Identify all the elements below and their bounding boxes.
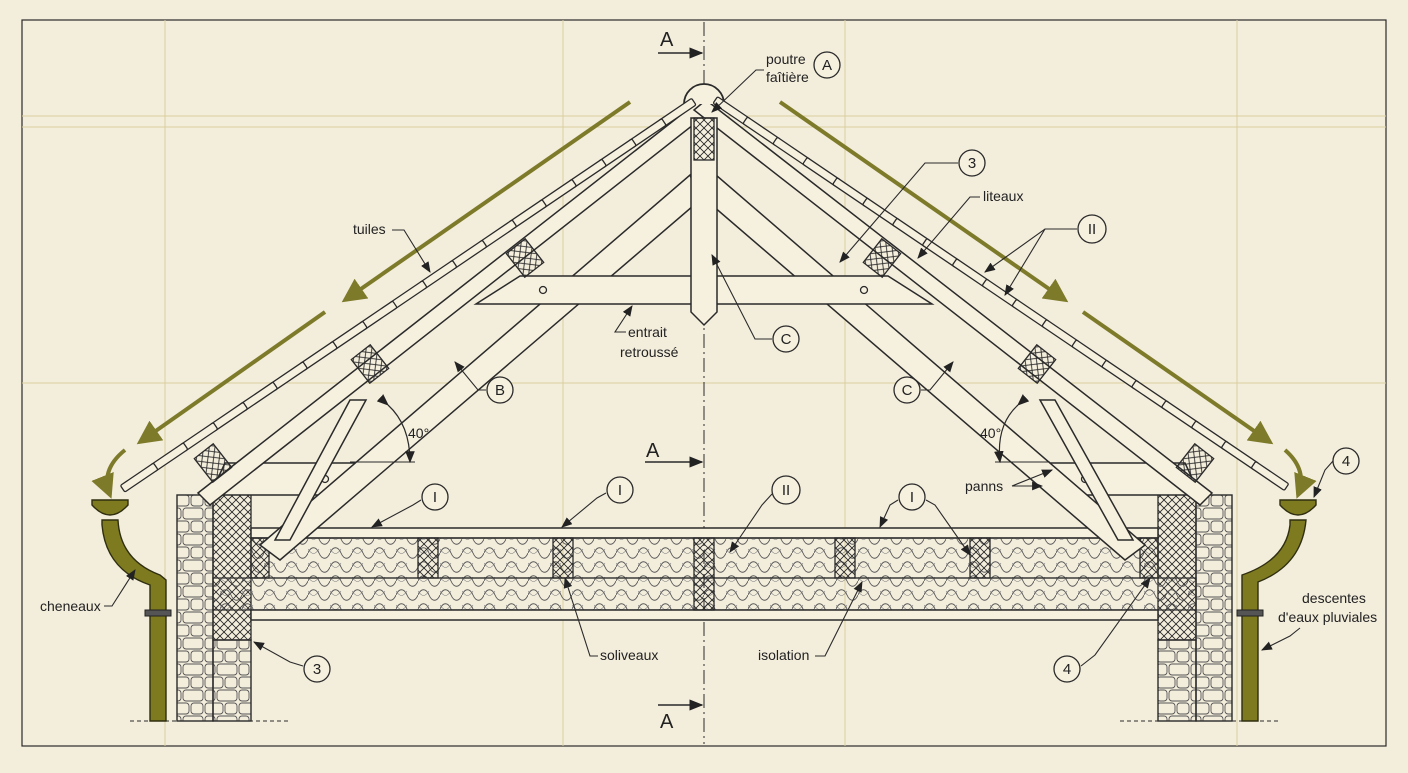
section-mark-bottom: A [658, 699, 704, 733]
svg-text:tuiles: tuiles [353, 221, 386, 237]
angle-right: 40° [980, 394, 1050, 464]
tiles-left [120, 98, 697, 493]
svg-text:4: 4 [1342, 453, 1350, 470]
callout-B: B [454, 361, 514, 404]
svg-text:retroussé: retroussé [620, 344, 679, 360]
angle-right-label: 40° [980, 425, 1001, 441]
struts [273, 399, 1135, 541]
callout-I-2: I [561, 476, 634, 528]
label-soliveaux: soliveaux [563, 576, 658, 663]
callouts: A 3 II C B C 4 [253, 51, 1360, 683]
svg-text:I: I [910, 489, 914, 506]
svg-text:B: B [495, 382, 505, 399]
left-wall [130, 479, 290, 722]
floor-assembly [212, 527, 1197, 621]
roof-tile [120, 462, 159, 493]
svg-text:cheneaux: cheneaux [40, 598, 101, 614]
callout-3-top: 3 [839, 149, 986, 263]
label-poutre-faitiere: poutre faîtière [711, 51, 809, 113]
svg-text:liteaux: liteaux [983, 188, 1023, 204]
label-descentes: descentes d'eaux pluviales [1261, 590, 1377, 651]
svg-text:C: C [902, 382, 913, 399]
water-flow-arrows [91, 100, 1317, 499]
section-mark-middle: A [645, 440, 704, 468]
svg-text:3: 3 [968, 155, 976, 172]
king-post [690, 117, 718, 327]
right-gutter-downpipe [1236, 499, 1317, 722]
callout-I-1: I [371, 483, 449, 528]
rafters [196, 99, 1214, 561]
label-panns: panns [965, 469, 1054, 494]
svg-text:panns: panns [965, 478, 1003, 494]
svg-text:C: C [781, 331, 792, 348]
section-mark-top-label: A [660, 29, 674, 51]
roof-tile [1251, 461, 1289, 491]
svg-text:isolation: isolation [758, 647, 809, 663]
left-gutter-downpipe [91, 499, 172, 722]
svg-text:entrait: entrait [628, 324, 667, 340]
svg-text:4: 4 [1063, 661, 1071, 678]
tiles-right [712, 96, 1289, 491]
section-mark-top: A [658, 29, 704, 59]
angle-left: 40° [350, 394, 429, 464]
svg-text:d'eaux pluviales: d'eaux pluviales [1278, 609, 1377, 625]
svg-text:A: A [822, 57, 832, 74]
svg-text:II: II [1088, 221, 1096, 238]
section-mark-bottom-label: A [660, 711, 674, 733]
svg-text:descentes: descentes [1302, 590, 1366, 606]
label-isolation: isolation [758, 581, 863, 663]
svg-text:faîtière: faîtière [766, 69, 809, 85]
right-wall [1120, 479, 1280, 722]
svg-text:soliveaux: soliveaux [600, 647, 658, 663]
label-entrait-retrousse: entrait retroussé [613, 305, 679, 360]
callout-C-right: C [893, 361, 954, 404]
callout-4-bottom: 4 [1053, 577, 1151, 683]
callout-I-3: I [879, 483, 971, 556]
svg-text:II: II [782, 482, 790, 499]
svg-text:poutre: poutre [766, 51, 806, 67]
section-mark-middle-label: A [646, 440, 660, 462]
svg-text:3: 3 [313, 661, 321, 678]
callout-C-center: C [711, 254, 800, 353]
callout-3-bottom: 3 [253, 641, 331, 683]
callout-4-top: 4 [1313, 447, 1360, 499]
ridge-tile [683, 83, 725, 105]
purlins [193, 237, 1215, 484]
callout-II-mid: II [729, 475, 801, 553]
angle-left-label: 40° [408, 425, 429, 441]
label-cheneaux: cheneaux [40, 569, 136, 614]
label-liteaux: liteaux [917, 188, 1023, 259]
svg-text:I: I [433, 489, 437, 506]
svg-text:I: I [618, 482, 622, 499]
callout-A: A [813, 51, 841, 79]
label-tuiles: tuiles [353, 221, 431, 273]
callout-II-top: II [984, 214, 1107, 296]
